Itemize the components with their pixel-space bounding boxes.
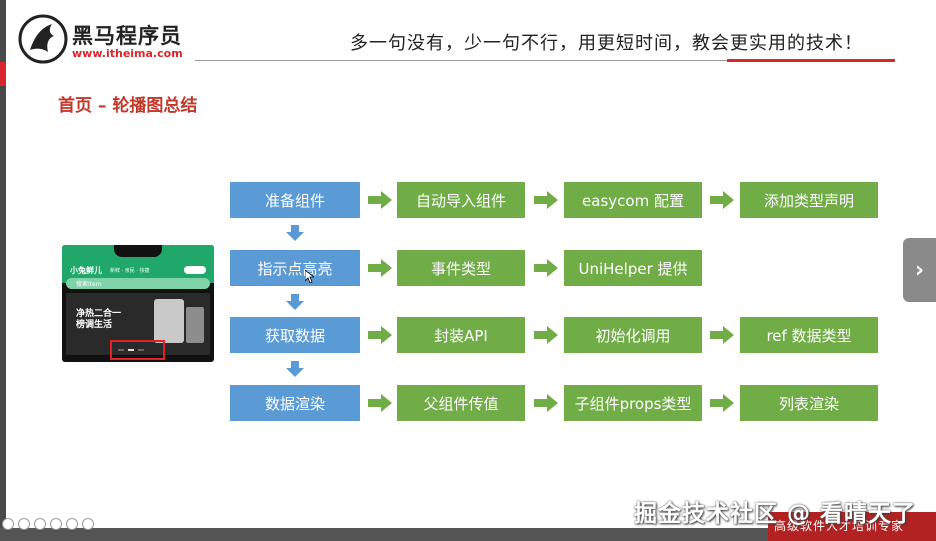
flow-unihelper: UniHelper 提供 — [564, 250, 702, 286]
flow-fetch-data: 获取数据 — [230, 317, 360, 353]
arrow-right-icon — [534, 259, 558, 277]
arrow-right-icon — [710, 394, 734, 412]
indicator-dot-active — [128, 349, 134, 351]
arrow-down-icon — [286, 294, 304, 310]
flow-wrap-api: 封装API — [397, 317, 525, 353]
flow-init-call: 初始化调用 — [564, 317, 702, 353]
indicator-dot — [138, 349, 144, 351]
capsule-button — [184, 266, 206, 274]
footer-text: 高级软件人才培训专家 — [774, 519, 905, 533]
arrow-down-icon — [286, 361, 304, 377]
flow-ref-data-type: ref 数据类型 — [740, 317, 878, 353]
horse-logo-icon — [18, 14, 68, 64]
indicator-highlight-box — [110, 340, 165, 360]
arrow-down-icon — [286, 225, 304, 241]
slide-toolbar — [2, 518, 94, 530]
flow-auto-import: 自动导入组件 — [397, 182, 525, 218]
arrow-right-icon — [368, 326, 392, 344]
next-slide-button[interactable]: › — [903, 238, 936, 302]
arrow-right-icon — [534, 191, 558, 209]
flow-prepare-component: 准备组件 — [230, 182, 360, 218]
flow-easycom-config: easycom 配置 — [564, 182, 702, 218]
search-text: 搜索item — [76, 281, 102, 288]
menu-icon[interactable] — [82, 518, 94, 530]
flow-list-render: 列表渲染 — [740, 385, 878, 421]
mouse-cursor-icon — [305, 270, 314, 283]
arrow-right-icon — [368, 191, 392, 209]
erase-icon[interactable] — [50, 518, 62, 530]
arrow-right-icon — [534, 394, 558, 412]
arrow-right-icon — [368, 259, 392, 277]
prev-icon[interactable] — [2, 518, 14, 530]
banner-product-image — [154, 299, 184, 343]
indicator-dot — [118, 349, 124, 351]
flow-type-declaration: 添加类型声明 — [740, 182, 878, 218]
zoom-icon[interactable] — [66, 518, 78, 530]
page-title: 首页 – 轮播图总结 — [58, 96, 198, 116]
arrow-right-icon — [368, 394, 392, 412]
left-edge-bar — [0, 0, 6, 541]
app-tabs: 新鲜 · 亲民 · 快捷 — [110, 268, 150, 274]
arrow-right-icon — [710, 326, 734, 344]
pen-icon[interactable] — [34, 518, 46, 530]
flow-parent-pass-value: 父组件传值 — [397, 385, 525, 421]
search-bar — [66, 278, 210, 289]
arrow-right-icon — [710, 191, 734, 209]
flow-indicator-highlight: 指示点高亮 — [230, 250, 360, 286]
brand-url: www.itheima.com — [72, 47, 183, 60]
header-divider — [195, 60, 895, 61]
slogan: 多一句没有，少一句不行，用更短时间，教会更实用的技术！ — [350, 33, 863, 54]
phone-preview-image: 小兔鲜儿 新鲜 · 亲民 · 快捷 搜索item 净热二合一 榜调生活 — [62, 245, 214, 362]
banner-text: 净热二合一 榜调生活 — [76, 309, 122, 330]
flow-event-type: 事件类型 — [397, 250, 525, 286]
footer-bar — [0, 528, 936, 541]
next-icon[interactable] — [18, 518, 30, 530]
flow-child-props-type: 子组件props类型 — [564, 385, 702, 421]
banner-product-image-2 — [186, 307, 204, 343]
brand-name: 黑马程序员 — [72, 24, 182, 48]
footer-red-band — [768, 512, 936, 541]
arrow-right-icon — [534, 326, 558, 344]
header-accent-line — [727, 59, 895, 62]
flow-render-data: 数据渲染 — [230, 385, 360, 421]
app-name: 小兔鲜儿 — [70, 266, 102, 275]
watermark: 掘金技术社区 @ 看晴天了 — [634, 501, 917, 527]
